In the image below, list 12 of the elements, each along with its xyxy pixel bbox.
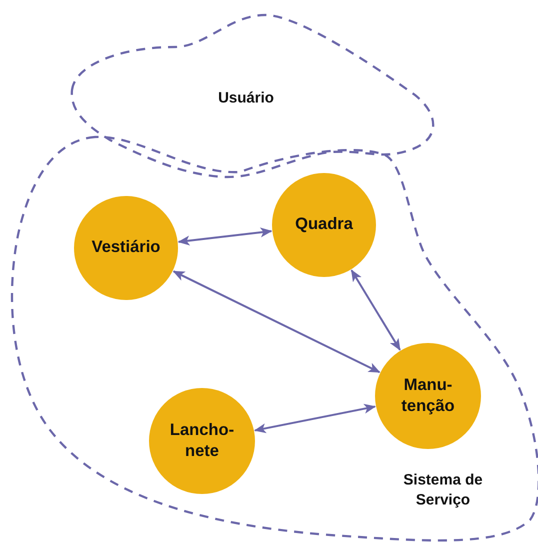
node-label: Vestiário [90, 237, 162, 258]
double-arrow [178, 227, 272, 246]
region-label: Usuário [217, 88, 275, 108]
double-arrow [350, 269, 401, 351]
dashed-boundary [70, 14, 434, 178]
double-arrow [172, 270, 380, 374]
double-arrow [254, 404, 376, 434]
node-label: Lancho- nete [168, 420, 236, 462]
dashed-boundary [10, 136, 538, 542]
region-label: Sistema de Serviço [402, 470, 484, 510]
node-label: Manu- tenção [400, 374, 456, 417]
node-label: Quadra [294, 214, 354, 236]
